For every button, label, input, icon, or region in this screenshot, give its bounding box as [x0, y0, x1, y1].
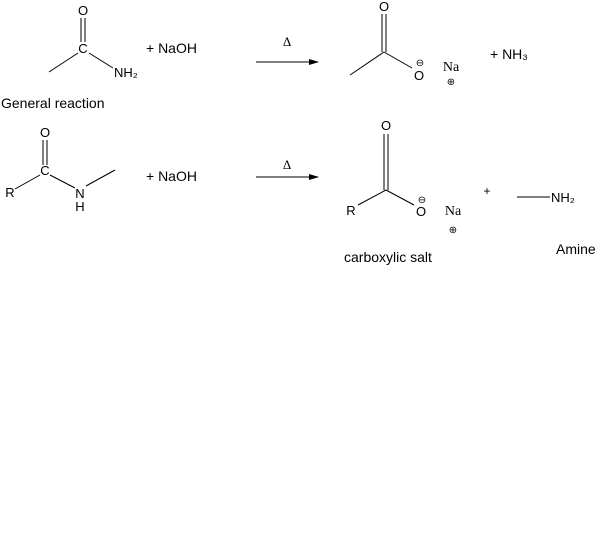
bond-n-methyl — [85, 169, 116, 187]
atom-oxygen: O — [381, 118, 391, 133]
negative-charge-icon: ⊖ — [418, 195, 426, 206]
byproduct-nh3: + NH₃ — [490, 46, 528, 62]
atom-carbon: C — [78, 41, 87, 56]
bond-c-r — [14, 174, 41, 190]
negative-charge-icon: ⊖ — [416, 58, 424, 69]
positive-charge-icon: ⊕ — [447, 77, 455, 88]
sodium-ion: Na — [445, 204, 462, 219]
atom-oxygen: O — [40, 125, 50, 140]
bond-c-o — [383, 51, 413, 69]
reagent-naoh: + NaOH — [146, 40, 197, 56]
atom-nh2: NH₂ — [551, 190, 575, 205]
atom-oxygen: O — [379, 0, 389, 14]
heat-symbol: Δ — [283, 157, 291, 172]
r-group: R — [346, 203, 355, 218]
bond-c-n — [49, 174, 76, 189]
atom-nh2: NH₂ — [114, 65, 138, 80]
n-methyl-amide-structure: O C R N H — [5, 125, 116, 214]
atom-oxygen-anion: O — [416, 204, 426, 219]
label-amine: Amine — [556, 241, 596, 257]
atom-oxygen: O — [78, 3, 88, 18]
reagent-naoh: + NaOH — [146, 168, 197, 184]
r-group: R — [5, 185, 14, 200]
bond-c-o — [385, 189, 415, 206]
bond-methyl — [48, 52, 79, 73]
atom-hydrogen: H — [75, 199, 84, 214]
bond-c-r — [357, 189, 387, 206]
sodium-acetate-structure: O O ⊖ Na ⊕ — [349, 0, 460, 88]
sodium-ion: Na — [443, 60, 460, 75]
bond-methyl — [349, 51, 385, 76]
atom-nitrogen: N — [75, 186, 84, 201]
acetamide-structure: O C NH₂ — [48, 3, 138, 80]
bond-c-n — [88, 52, 114, 69]
positive-charge-icon: ⊕ — [449, 225, 457, 236]
atom-oxygen-anion: O — [414, 68, 424, 83]
atom-carbon: C — [40, 163, 49, 178]
label-carboxylic-salt: carboxylic salt — [344, 249, 432, 265]
plus-sign: + — [483, 184, 490, 198]
carboxylate-salt-structure: O R O ⊖ Na ⊕ — [346, 118, 462, 236]
heat-symbol: Δ — [283, 34, 291, 49]
caption-general-reaction: General reaction — [1, 95, 105, 111]
